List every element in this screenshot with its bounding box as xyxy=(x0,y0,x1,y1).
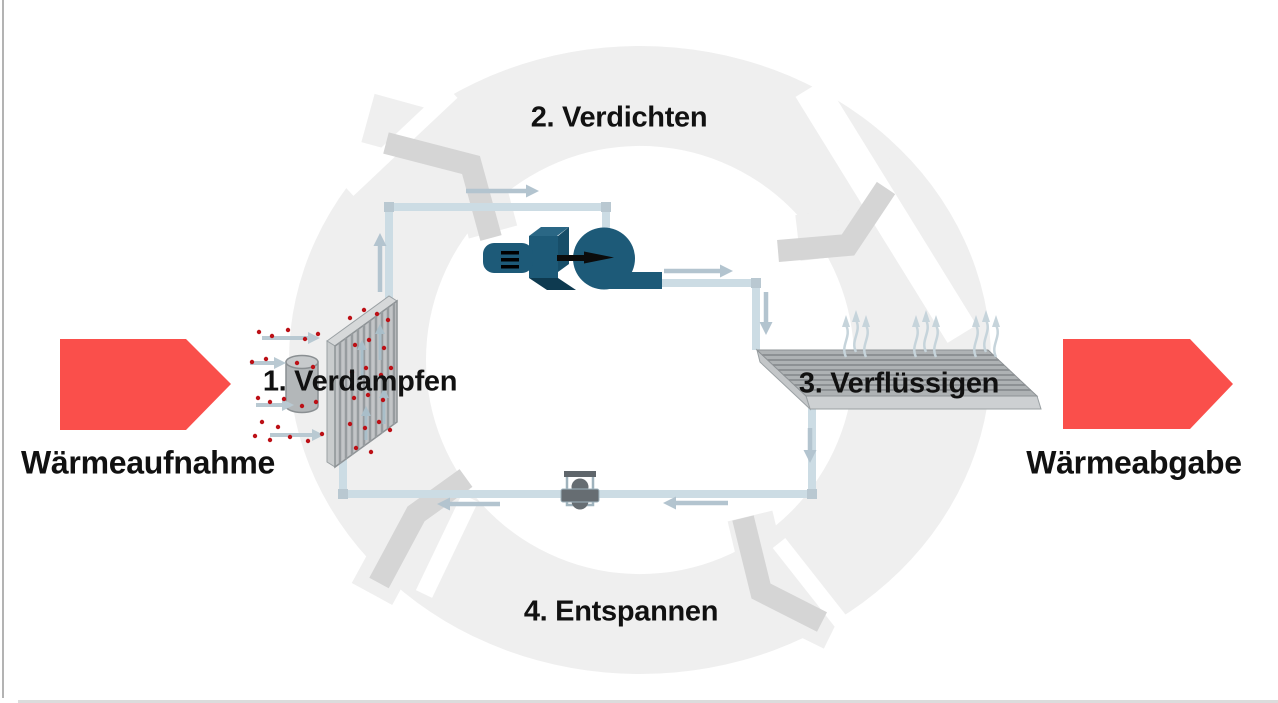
step-label-verdampfen: 1. Verdampfen xyxy=(262,365,458,398)
condenser-fins xyxy=(762,354,1031,391)
pipe-corner xyxy=(807,489,817,499)
air-flow-arrows xyxy=(250,332,324,441)
motor-vent-lines xyxy=(501,251,519,269)
slide-bottom-border xyxy=(18,700,1278,703)
heat-output-label: Wärmeabgabe xyxy=(1026,444,1242,481)
heat-input-label: Wärmeaufnahme xyxy=(21,444,275,481)
ring-gap-top-right xyxy=(795,79,977,343)
pipe-circuit xyxy=(338,184,817,511)
expansion-valve-icon xyxy=(560,471,600,510)
pipe-corner xyxy=(384,202,394,212)
ring-gap-bottom-right xyxy=(772,538,856,637)
heat-particle-dot-icon-group xyxy=(249,307,394,455)
step-label-entspannen: 4. Entspannen xyxy=(523,595,719,628)
pipe-corner xyxy=(751,278,761,288)
slide-left-border xyxy=(2,0,4,698)
heat-out-arrow-icon xyxy=(1063,339,1233,429)
flow-arrow-icon-group xyxy=(373,184,817,511)
evaporator-icon xyxy=(249,295,398,469)
condenser-icon xyxy=(755,308,1042,411)
ring-gap-bottom-left xyxy=(415,494,479,598)
heat-in-arrow-icon xyxy=(60,339,231,430)
pipe-corner xyxy=(338,489,348,499)
fan-icon xyxy=(285,354,319,414)
step-label-verdichten: 2. Verdichten xyxy=(530,101,708,134)
compressor-shaft xyxy=(557,255,597,261)
cycle-ring-chevron-icon-top-right xyxy=(777,181,896,262)
evaporator-fins xyxy=(338,303,396,464)
step-label-verfluessigen: 3. Verflüssigen xyxy=(798,367,1000,400)
pipe-corner xyxy=(601,202,611,212)
cycle-ring-chevron-icon-bottom-right xyxy=(732,515,827,632)
compressor-icon xyxy=(483,227,662,290)
cycle-ring-chevron-icon-top-left xyxy=(383,132,502,241)
